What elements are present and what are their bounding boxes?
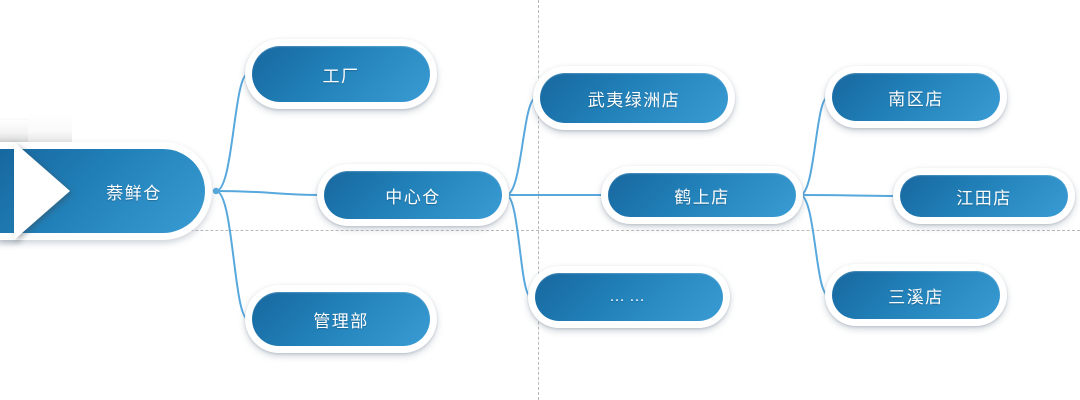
node-management-label: 管理部 xyxy=(313,311,369,331)
node-jiangtian-label: 江田店 xyxy=(956,188,1012,208)
connector-central-to-wuyi xyxy=(505,97,537,196)
node-ellipsis-label: …… xyxy=(609,288,649,305)
node-fill: 工厂 xyxy=(252,46,430,102)
node-fill: …… xyxy=(535,273,723,321)
node-factory-label: 工厂 xyxy=(322,66,360,86)
node-root[interactable]: 萘鲜仓 xyxy=(0,112,212,240)
node-factory[interactable]: 工厂 xyxy=(245,39,437,109)
connector-heshang-to-jiangtian xyxy=(799,194,897,197)
node-fill: 武夷绿洲店 xyxy=(540,73,728,123)
node-sanxi-label: 三溪店 xyxy=(888,287,944,307)
connector-root-to-management xyxy=(215,190,249,320)
connector-root-to-central xyxy=(215,190,321,196)
node-wuyi[interactable]: 武夷绿洲店 xyxy=(533,66,735,130)
node-sanxi[interactable]: 三溪店 xyxy=(825,264,1007,326)
node-fill: 鹤上店 xyxy=(608,173,796,217)
node-heshang[interactable]: 鹤上店 xyxy=(601,166,803,224)
node-nanqu-label: 南区店 xyxy=(888,89,944,109)
node-ellipsis[interactable]: …… xyxy=(528,266,730,328)
node-jiangtian[interactable]: 江田店 xyxy=(893,168,1075,224)
node-fill: 江田店 xyxy=(900,175,1068,217)
node-central-label: 中心仓 xyxy=(385,187,441,207)
node-central[interactable]: 中心仓 xyxy=(317,164,509,226)
connector-heshang-to-sanxi xyxy=(799,194,829,296)
connector-heshang-to-nanqu xyxy=(799,96,829,196)
node-wuyi-label: 武夷绿洲店 xyxy=(587,90,681,110)
root-decoration-top-inner xyxy=(28,112,72,144)
connector-root-to-factory xyxy=(215,73,249,192)
play-arrow-icon xyxy=(14,142,70,240)
node-fill: 中心仓 xyxy=(324,171,502,219)
node-fill: 三溪店 xyxy=(832,271,1000,319)
node-management[interactable]: 管理部 xyxy=(245,285,437,353)
node-fill: 管理部 xyxy=(252,292,430,346)
connector-central-to-ellipsis xyxy=(505,194,532,298)
node-fill: 南区店 xyxy=(832,73,1000,121)
node-nanqu[interactable]: 南区店 xyxy=(825,66,1007,128)
node-heshang-label: 鹤上店 xyxy=(674,187,730,207)
connector-origin-root xyxy=(212,187,220,195)
